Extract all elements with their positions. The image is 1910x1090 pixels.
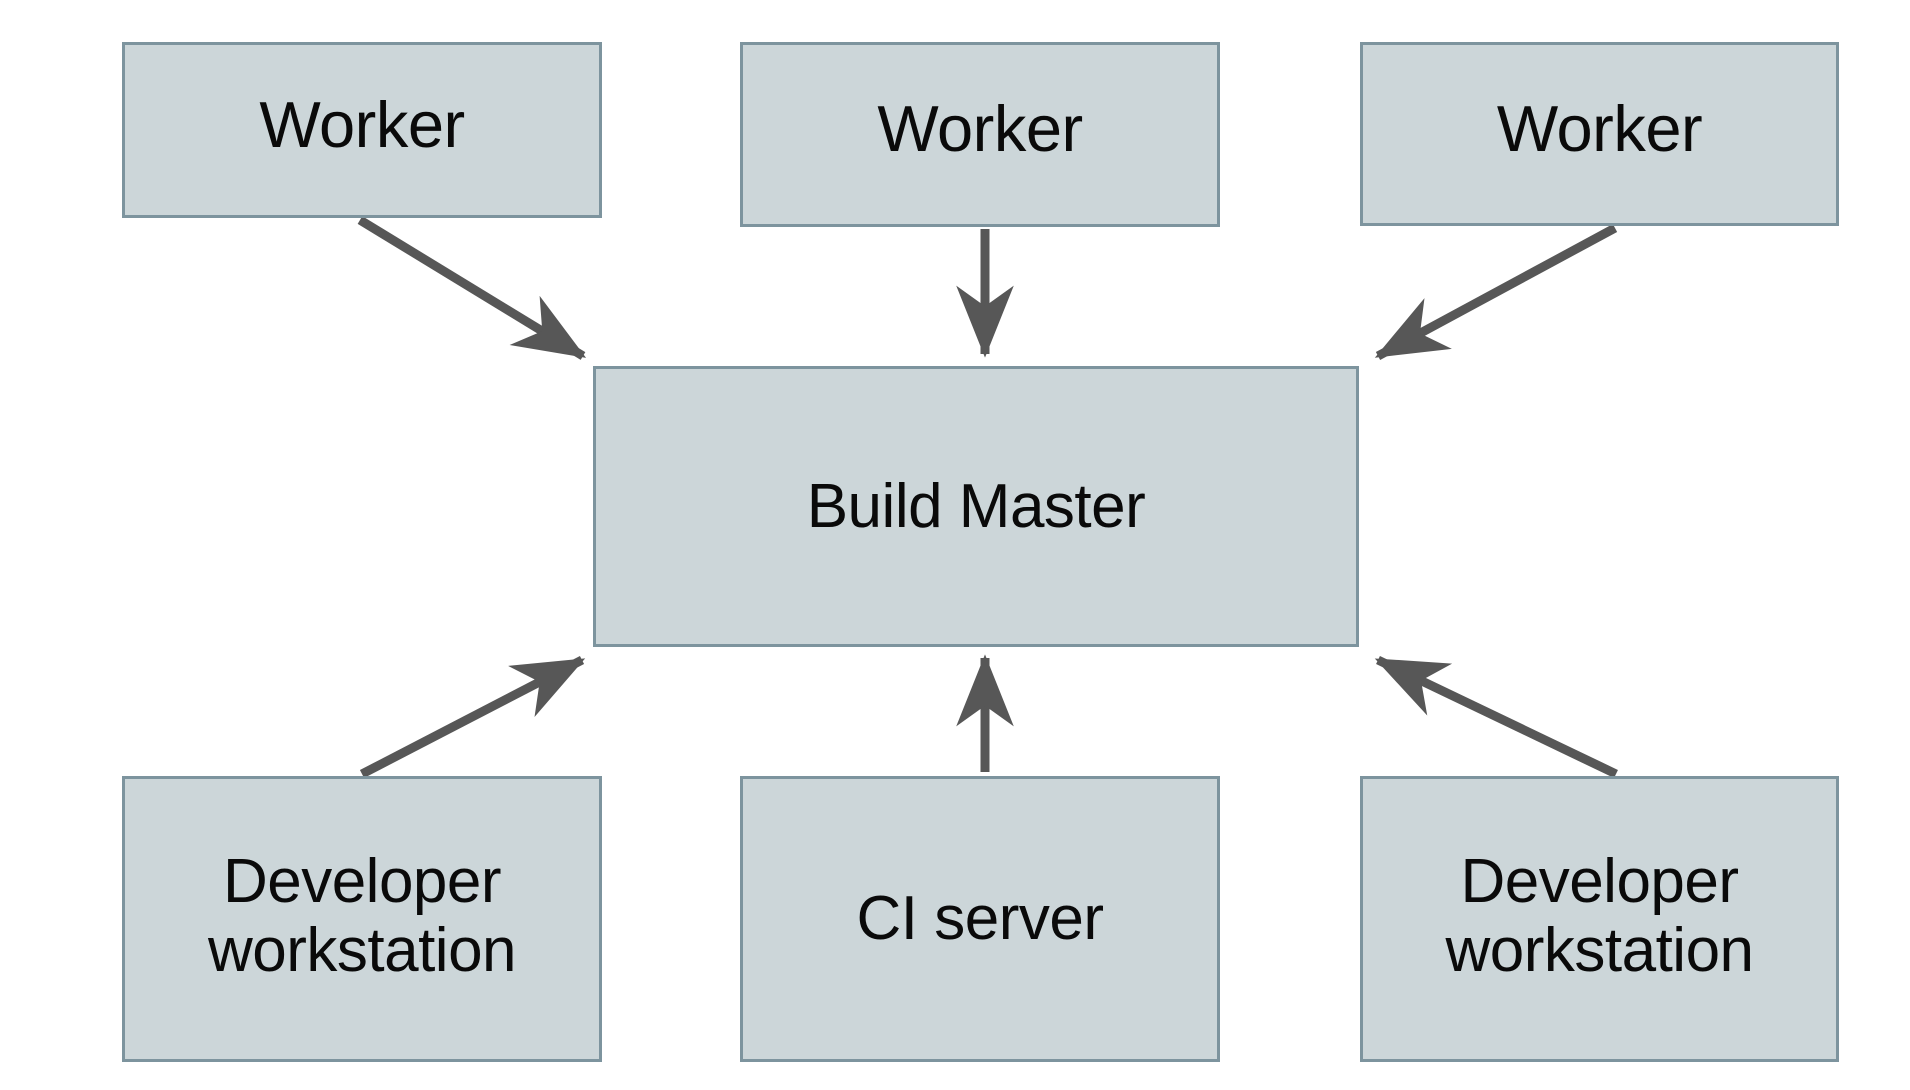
node-worker-2-label: Worker [877, 92, 1083, 166]
node-worker-3-label: Worker [1496, 91, 1703, 165]
node-build-master[interactable]: Build Master [593, 366, 1359, 647]
node-worker-3[interactable]: Worker [1360, 42, 1839, 226]
edge-worker-1-to-build-master [357, 216, 587, 360]
node-worker-1[interactable]: Worker [122, 42, 602, 218]
node-developer-workstation-1-label: Developer workstation [207, 846, 517, 985]
edge-dev-ws-1-to-build-master [359, 656, 586, 778]
node-ci-server-label: CI server [856, 884, 1104, 954]
node-developer-workstation-2[interactable]: Developer workstation [1360, 776, 1839, 1062]
node-developer-workstation-1[interactable]: Developer workstation [122, 776, 602, 1062]
edge-dev-ws-2-to-build-master [1374, 655, 1618, 779]
node-build-master-label: Build Master [806, 471, 1146, 541]
node-developer-workstation-2-label: Developer workstation [1445, 846, 1754, 985]
edge-worker-3-to-build-master [1374, 224, 1618, 360]
node-worker-2[interactable]: Worker [740, 42, 1220, 227]
node-ci-server[interactable]: CI server [740, 776, 1220, 1062]
node-worker-1-label: Worker [259, 87, 465, 161]
